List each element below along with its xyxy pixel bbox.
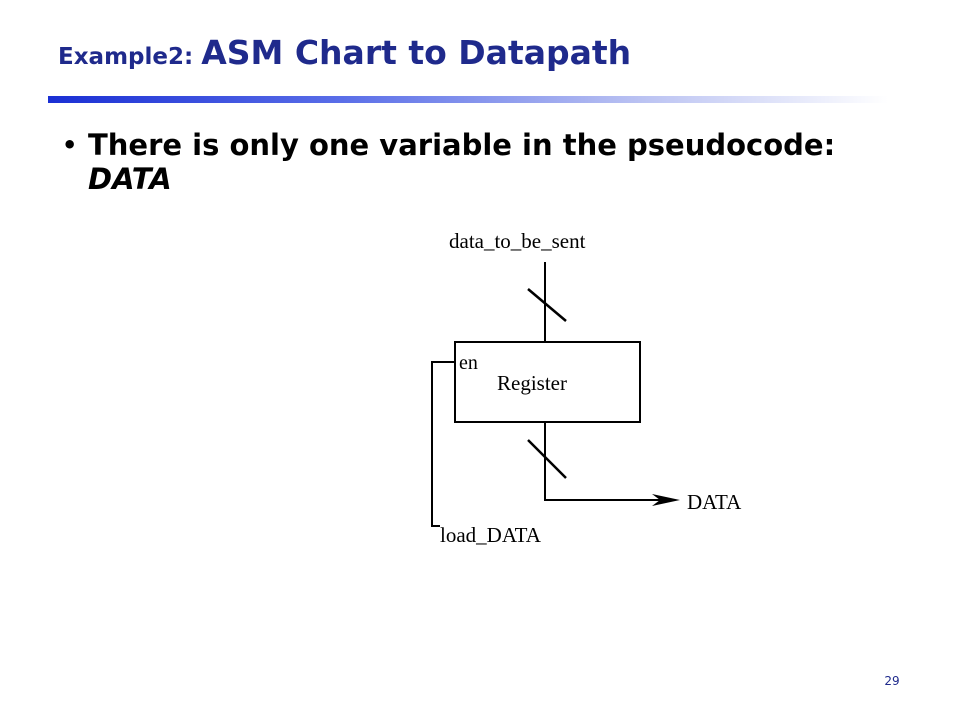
input-label-data-to-be-sent: data_to_be_sent (449, 229, 586, 253)
slide-title: Example2: ASM Chart to Datapath (58, 36, 631, 69)
title-prefix: Example2: (58, 44, 202, 70)
bullet-item: • There is only one variable in the pseu… (62, 128, 922, 196)
output-label-data: DATA (687, 490, 742, 514)
bullet-dot: • (62, 131, 78, 159)
title-main: ASM Chart to Datapath (201, 33, 632, 72)
output-bus-line (544, 422, 660, 501)
input-bus-width-slash (527, 288, 567, 322)
output-bus-width-slash (527, 439, 567, 479)
enable-port-label: en (459, 352, 478, 374)
output-arrow-head (652, 494, 680, 506)
bullet-text-line: There is only one variable in the pseudo… (88, 128, 922, 196)
bullet-text: There is only one variable in the pseudo… (88, 128, 836, 162)
register-box (454, 341, 641, 423)
title-underline-bar (48, 96, 888, 103)
bullet-variable: DATA (88, 162, 172, 196)
control-label-load-data: load_DATA (440, 523, 542, 547)
register-label: Register (497, 371, 567, 395)
load-control-line (431, 361, 455, 527)
page-number: 29 (884, 674, 900, 688)
